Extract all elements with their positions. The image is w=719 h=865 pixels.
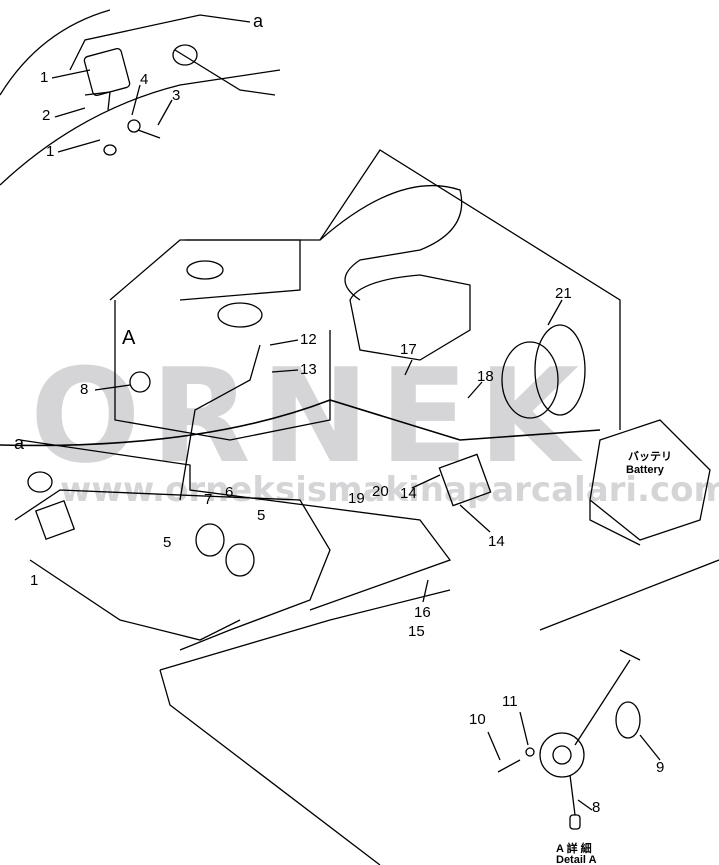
callout-a: a xyxy=(253,11,264,31)
callout-3: 3 xyxy=(172,87,181,104)
callout-4: 4 xyxy=(140,71,149,88)
callout-20: 20 xyxy=(372,483,389,500)
callout-8: 8 xyxy=(80,381,89,398)
battery-label-jp: バッテリ xyxy=(628,451,672,463)
callout-8: 8 xyxy=(592,799,601,816)
callout-6: 6 xyxy=(225,484,234,501)
callout-5: 5 xyxy=(257,507,266,524)
callout-18: 18 xyxy=(477,368,494,385)
callout-2: 2 xyxy=(42,107,51,124)
callout-14: 14 xyxy=(488,533,505,550)
callout-5: 5 xyxy=(163,534,172,551)
callout-17: 17 xyxy=(400,341,417,358)
watermark-url: www.orneksismakinaparcalari.com.tr xyxy=(60,470,719,510)
callout-1: 1 xyxy=(46,143,55,160)
callout-19: 19 xyxy=(348,490,365,507)
callout-10: 10 xyxy=(469,711,486,728)
callout-1: 1 xyxy=(30,572,39,589)
callout-9: 9 xyxy=(656,759,665,776)
callout-12: 12 xyxy=(300,331,317,348)
callout-15: 15 xyxy=(408,623,425,640)
callout-A: A xyxy=(122,327,136,349)
callout-1: 1 xyxy=(40,69,49,86)
detail-label: Detail A xyxy=(556,854,597,865)
callout-16: 16 xyxy=(414,604,431,621)
callout-21: 21 xyxy=(555,285,572,302)
callout-14: 14 xyxy=(400,485,417,502)
callout-11: 11 xyxy=(502,693,518,710)
callout-7: 7 xyxy=(204,491,213,508)
watermark-logo: ORNEK xyxy=(30,340,589,492)
callout-13: 13 xyxy=(300,361,317,378)
callout-a: a xyxy=(14,433,25,453)
detail-label-jp: A 詳 細 xyxy=(556,843,592,855)
battery-label: Battery xyxy=(626,464,664,476)
